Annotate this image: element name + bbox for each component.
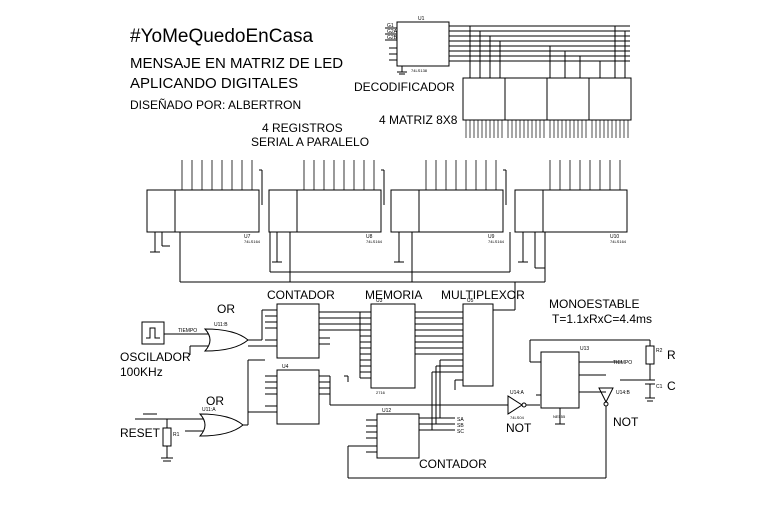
- part-u1: 74LS138: [411, 68, 428, 73]
- matrix-label: 4 MATRIZ 8X8: [379, 113, 458, 127]
- led-matrix-2: [504, 77, 548, 121]
- not-gate-left: [507, 395, 523, 415]
- decoder-chip: [396, 21, 450, 67]
- part-u14a: 74LS04: [510, 415, 525, 420]
- resistor-r-label: R: [667, 348, 676, 362]
- counter-chip-bottom: [376, 413, 420, 459]
- or-gate-top: [203, 328, 249, 352]
- counter-chip-middle: [276, 369, 320, 425]
- shift-register-2: [268, 189, 382, 233]
- decoder-output-bus: [449, 25, 630, 78]
- label-u10: U10: [610, 234, 619, 240]
- svg-text:TIEMPO: TIEMPO: [178, 328, 197, 334]
- not-gate-right: [598, 387, 614, 404]
- or-gate-top-label: OR: [217, 302, 235, 316]
- label-u1: U1: [418, 16, 425, 22]
- counter-top-label: CONTADOR: [267, 288, 335, 302]
- multiplexor-chip: [462, 303, 494, 387]
- registers-label-line-1: 4 REGISTROS: [262, 121, 343, 135]
- or-gate-bottom: [198, 413, 244, 437]
- shift-register-1: [146, 189, 260, 233]
- memory-chip: [370, 303, 416, 389]
- label-r2: R2: [656, 348, 663, 354]
- label-u7: U7: [244, 234, 251, 240]
- label-u5: U5: [467, 298, 474, 304]
- part-u7: 74LS164: [244, 239, 261, 244]
- counter-bottom-label: CONTADOR: [419, 457, 487, 471]
- part-u8: 74LS164: [366, 239, 383, 244]
- label-u3: U3: [376, 298, 383, 304]
- project-title-line-1: MENSAJE EN MATRIZ DE LED: [130, 55, 344, 72]
- counter-chip-top: [276, 303, 320, 359]
- svg-text:SB: SB: [457, 423, 464, 429]
- part-memory: 2716: [376, 390, 386, 395]
- label-u12: U12: [382, 408, 391, 414]
- label-u8: U8: [366, 234, 373, 240]
- label-u11b: U11:B: [214, 322, 228, 328]
- svg-text:SC: SC: [457, 429, 464, 435]
- resistor-r2: [645, 345, 655, 365]
- svg-text:G2B: G2B: [387, 35, 398, 41]
- part-u13: NE555: [553, 414, 566, 419]
- label-u11a: U11:A: [202, 407, 216, 413]
- svg-text:G1: G1: [387, 23, 394, 29]
- timer-chip: [540, 351, 580, 409]
- author-credit: DISEÑADO POR: ALBERTRON: [130, 98, 302, 112]
- not-gate-left-label: NOT: [506, 421, 532, 435]
- reset-label: RESET: [120, 426, 161, 440]
- svg-text:G2A: G2A: [387, 29, 398, 35]
- label-u9: U9: [488, 234, 495, 240]
- hashtag-title: #YoMeQuedoEnCasa: [130, 26, 314, 47]
- capacitor-c-label: C: [667, 379, 676, 393]
- label-u13: U13: [580, 346, 589, 352]
- svg-text:TIEMPO: TIEMPO: [613, 360, 632, 366]
- led-matrix-3: [546, 77, 590, 121]
- label-u14b: U14:B: [616, 390, 631, 396]
- oscillator-label-line-2: 100KHz: [120, 365, 163, 379]
- shift-register-4: [514, 189, 628, 233]
- label-c1: C1: [656, 384, 663, 390]
- monostable-formula: T=1.1xRxC=4.4ms: [552, 312, 653, 326]
- decoder-label: DECODIFICADOR: [354, 80, 455, 94]
- led-matrix-1: [462, 77, 506, 121]
- resistor-r1: [162, 427, 172, 447]
- multiplexor-label: MULTIPLEXOR: [441, 288, 525, 302]
- not-gate-right-label: NOT: [613, 415, 639, 429]
- svg-text:SA: SA: [457, 417, 464, 423]
- led-matrix-4: [588, 77, 632, 121]
- memory-label: MEMORIA: [365, 288, 423, 302]
- or-gate-bottom-label: OR: [206, 394, 224, 408]
- project-title-line-2: APLICANDO DIGITALES: [130, 75, 299, 92]
- label-u14a: U14:A: [510, 390, 525, 396]
- monostable-label: MONOESTABLE: [549, 297, 640, 311]
- part-u9: 74LS164: [488, 239, 505, 244]
- label-r1: R1: [173, 432, 180, 438]
- label-u4: U4: [282, 364, 289, 370]
- part-u10: 74LS164: [610, 239, 627, 244]
- registers-label-line-2: SERIAL A PARALELO: [251, 135, 370, 149]
- oscillator-source: [141, 321, 165, 345]
- oscillator-label-line-1: OSCILADOR: [120, 350, 191, 364]
- shift-register-3: [390, 189, 504, 233]
